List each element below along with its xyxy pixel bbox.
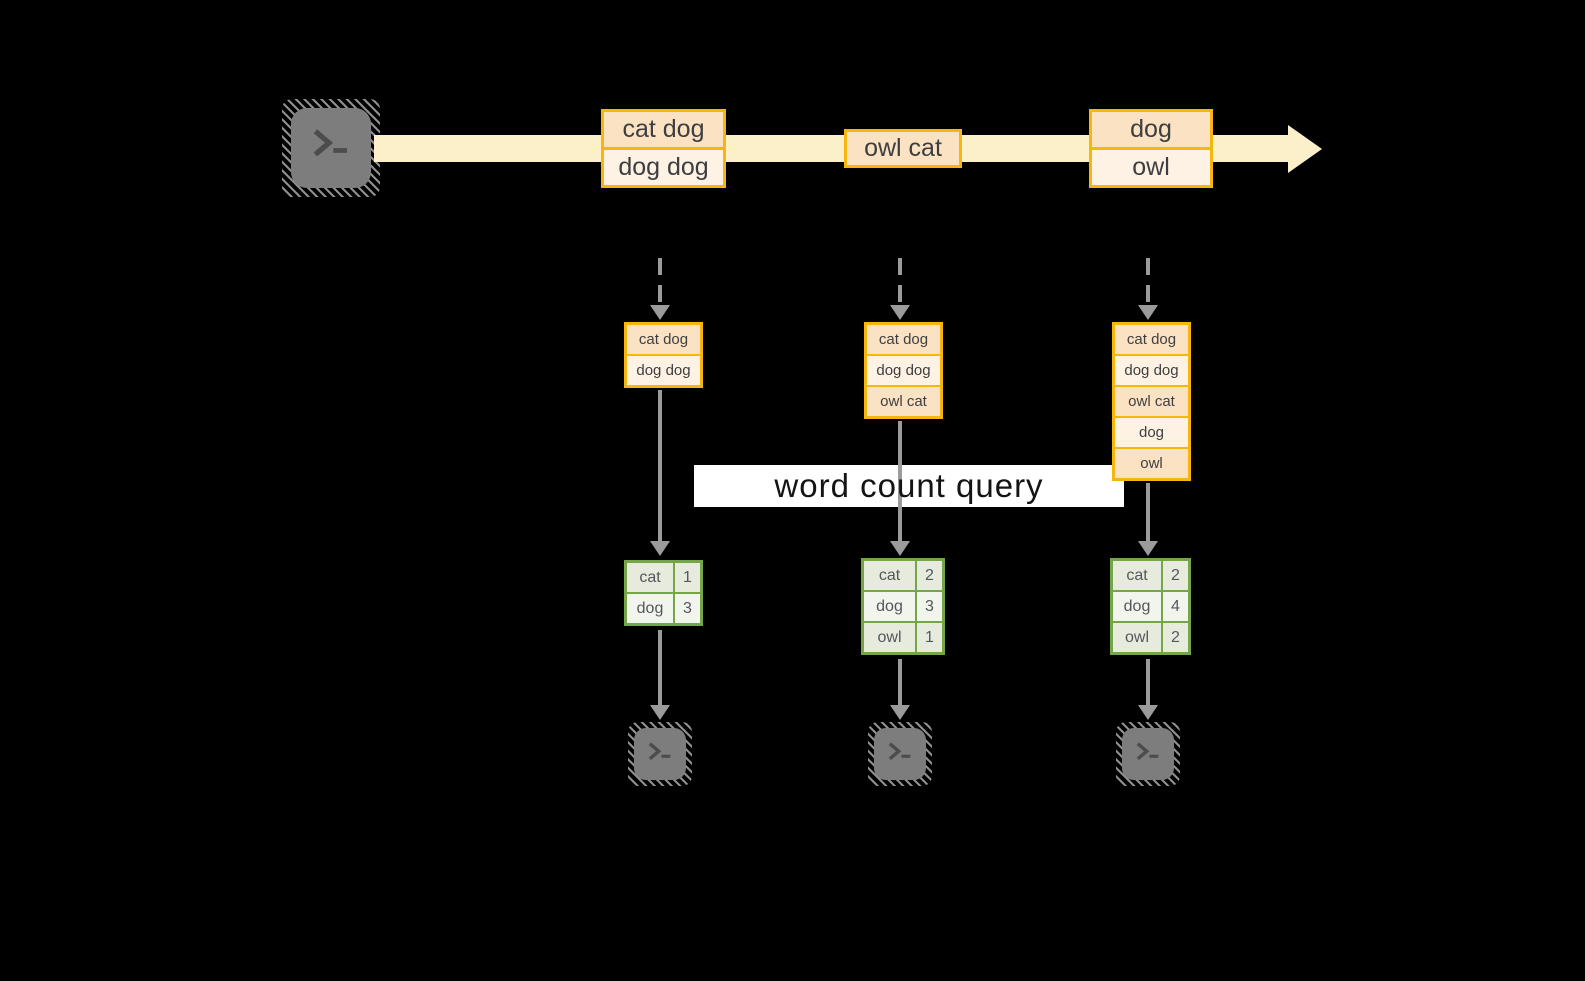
dashed-down-arrow [890,258,910,320]
table-row: cat 2 [1113,561,1188,590]
word-cell: dog [1113,592,1161,621]
dashed-down-arrow [650,258,670,320]
arrow-line [898,659,902,705]
table-row: owl 2 [1113,623,1188,652]
arrow-line [658,630,662,705]
table-row: owl 1 [864,623,942,652]
dashed-line [658,258,662,305]
stream-message: dog dog [604,150,723,185]
received-buffer-2: cat dog dog dog owl cat [864,322,943,419]
arrowhead [650,541,670,556]
terminal-prompt-icon [1136,742,1159,760]
terminal-screen [874,728,926,780]
table-row: cat 2 [864,561,942,590]
dashed-line [898,258,902,305]
buffer-row: cat dog [867,325,940,354]
arrowhead [890,705,910,720]
stream-message: owl [1092,150,1210,185]
received-buffer-3: cat dog dog dog owl cat dog owl [1112,322,1191,481]
dashed-down-arrow [1138,258,1158,320]
table-row: cat 1 [627,563,700,592]
query-down-arrow [650,390,670,556]
terminal-screen [291,108,371,188]
buffer-row: cat dog [1115,325,1188,354]
terminal-prompt-icon [648,742,671,760]
arrow-line [658,390,662,541]
arrow-line [898,421,902,541]
count-cell: 1 [917,623,942,652]
terminal-screen [634,728,686,780]
word-cell: cat [627,563,673,592]
arrowhead [650,305,670,320]
terminal-screen [1122,728,1174,780]
buffer-row: dog dog [867,356,940,385]
table-row: dog 3 [864,592,942,621]
arrowhead [890,541,910,556]
buffer-row: dog dog [1115,356,1188,385]
buffer-row: owl cat [867,387,940,416]
count-cell: 2 [917,561,942,590]
stream-message: owl cat [847,132,959,165]
count-cell: 3 [675,594,700,623]
count-cell: 2 [1163,561,1188,590]
query-down-arrow [1138,483,1158,556]
dashed-line [1146,258,1150,305]
stream-message: cat dog [604,112,723,147]
query-down-arrow [890,421,910,556]
result-down-arrow [1138,659,1158,720]
arrow-line [1146,483,1150,541]
word-cell: owl [1113,623,1161,652]
count-cell: 2 [1163,623,1188,652]
query-banner-label: word count query [774,467,1044,504]
buffer-row: cat dog [627,325,700,354]
word-count-table-1: cat 1 dog 3 [624,560,703,626]
word-cell: owl [864,623,915,652]
arrowhead [650,705,670,720]
word-cell: cat [864,561,915,590]
stream-message-box-2: owl cat [844,129,962,168]
arrowhead [1138,541,1158,556]
consumer-terminal-icon [1116,722,1180,786]
word-cell: cat [1113,561,1161,590]
query-banner [694,465,1124,507]
consumer-terminal-icon [868,722,932,786]
buffer-row: dog [1115,418,1188,447]
event-stream-arrowhead [1288,125,1322,173]
received-buffer-1: cat dog dog dog [624,322,703,388]
arrowhead [1138,705,1158,720]
arrow-line [1146,659,1150,705]
word-count-table-2: cat 2 dog 3 owl 1 [861,558,945,655]
consumer-terminal-icon [628,722,692,786]
count-cell: 1 [675,563,700,592]
count-cell: 3 [917,592,942,621]
producer-terminal-icon [282,99,380,197]
buffer-row: owl [1115,449,1188,478]
arrowhead [1138,305,1158,320]
word-cell: dog [864,592,915,621]
word-count-table-3: cat 2 dog 4 owl 2 [1110,558,1191,655]
stream-message-box-3: dog owl [1089,109,1213,188]
word-cell: dog [627,594,673,623]
terminal-prompt-icon [313,129,347,157]
buffer-row: dog dog [627,356,700,385]
result-down-arrow [890,659,910,720]
result-down-arrow [650,630,670,720]
buffer-row: owl cat [1115,387,1188,416]
stream-message-box-1: cat dog dog dog [601,109,726,188]
arrowhead [890,305,910,320]
terminal-prompt-icon [888,742,911,760]
count-cell: 4 [1163,592,1188,621]
table-row: dog 3 [627,594,700,623]
stream-message: dog [1092,112,1210,147]
table-row: dog 4 [1113,592,1188,621]
